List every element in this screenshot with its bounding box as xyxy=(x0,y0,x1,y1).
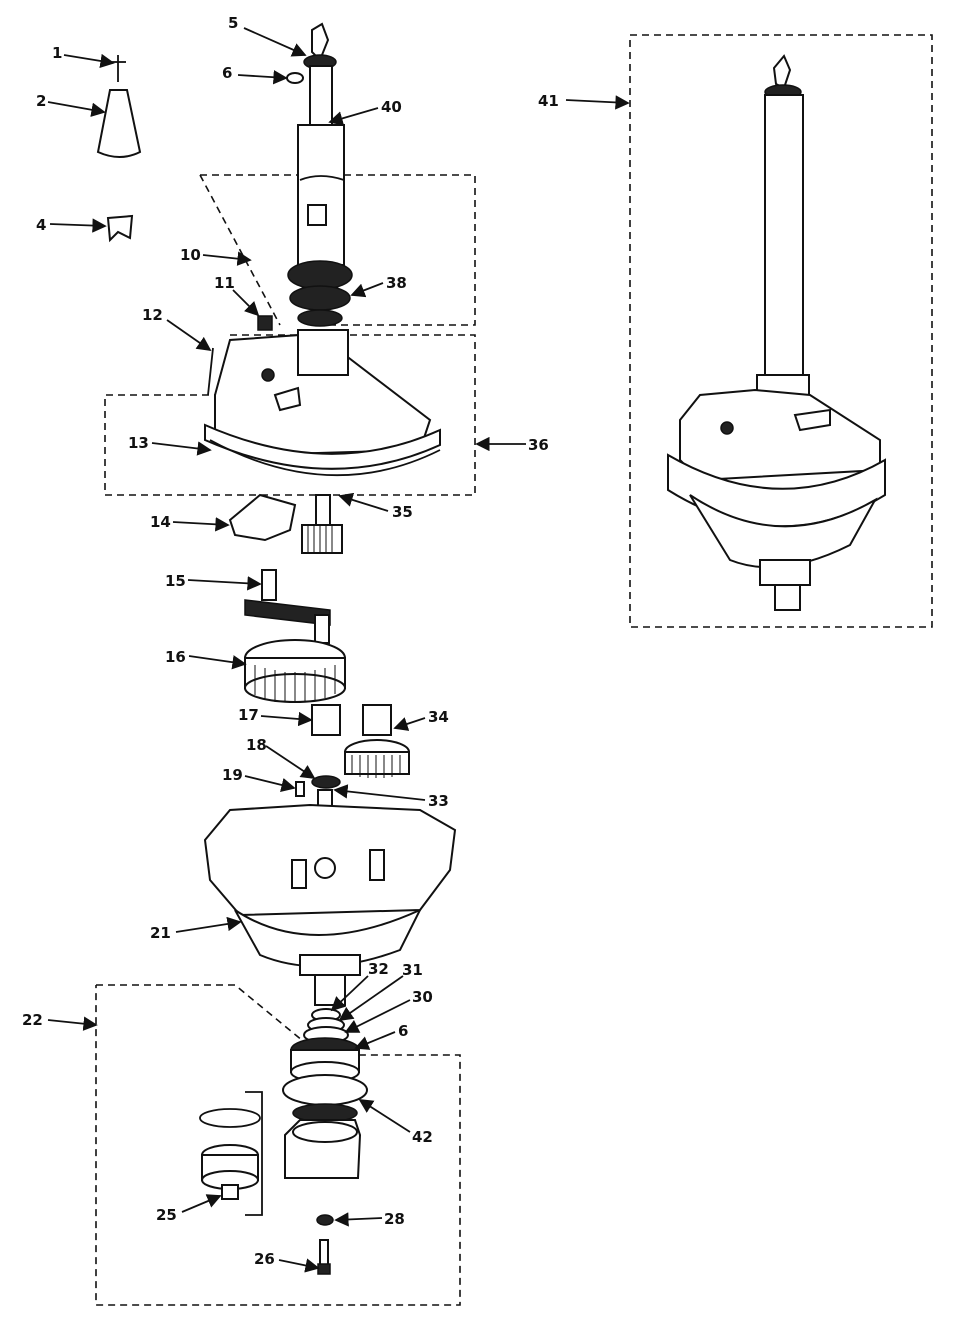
callout-38: 38 xyxy=(386,274,407,292)
callout-16: 16 xyxy=(165,648,186,666)
callout-30: 30 xyxy=(412,988,433,1006)
part-shaft-40 xyxy=(297,22,345,266)
callout-19: 19 xyxy=(222,766,243,784)
part-bolt-26 xyxy=(317,1239,331,1275)
leader-lines xyxy=(47,27,630,1273)
part-pinion-17 xyxy=(311,704,341,736)
callout-36: 36 xyxy=(528,436,549,454)
callout-6-top: 6 xyxy=(222,64,232,82)
part-washer-18 xyxy=(311,775,341,789)
callout-28: 28 xyxy=(384,1210,405,1228)
part-washer-28 xyxy=(316,1214,334,1226)
box-36-housing xyxy=(104,334,476,496)
callout-13: 13 xyxy=(128,434,149,452)
part-pin-15 xyxy=(261,569,277,601)
callout-40: 40 xyxy=(381,98,402,116)
callout-35: 35 xyxy=(392,503,413,521)
assembly-boxes xyxy=(95,34,933,1306)
callout-17: 17 xyxy=(238,706,259,724)
callout-labels: 1 2 4 5 6 40 10 11 38 12 13 36 14 35 15 … xyxy=(22,14,559,1268)
part-gasket-13 xyxy=(209,439,441,477)
part-screw-12 xyxy=(207,347,214,396)
part-assembly-41 xyxy=(667,54,886,611)
part-pin-19 xyxy=(295,781,305,797)
callout-41: 41 xyxy=(538,92,559,110)
part-clutch-6 xyxy=(290,1037,360,1083)
callout-34: 34 xyxy=(428,708,449,726)
part-housing-cover-36 xyxy=(204,329,441,470)
callout-18: 18 xyxy=(246,736,267,754)
callout-33: 33 xyxy=(428,792,449,810)
callout-42: 42 xyxy=(412,1128,433,1146)
callout-26: 26 xyxy=(254,1250,275,1268)
part-pinion-35 xyxy=(301,494,343,554)
part-seal-38 xyxy=(287,260,353,327)
part-seal-kit-25 xyxy=(199,1091,263,1216)
box-41-assembly xyxy=(629,34,933,628)
part-block xyxy=(284,1119,362,1179)
callout-12: 12 xyxy=(142,306,163,324)
callout-6-bottom: 6 xyxy=(398,1022,408,1040)
part-housing-21 xyxy=(203,803,457,1006)
callout-1: 1 xyxy=(52,44,62,62)
callout-25: 25 xyxy=(156,1206,177,1224)
callout-14: 14 xyxy=(150,513,171,531)
part-cam-14 xyxy=(228,493,297,542)
part-gear-34 xyxy=(344,704,410,778)
part-screw-1 xyxy=(110,55,126,82)
part-ring-42 xyxy=(282,1074,368,1123)
callout-31: 31 xyxy=(402,961,423,979)
callout-21: 21 xyxy=(150,924,171,942)
callout-11: 11 xyxy=(214,274,235,292)
part-crank-and-gear-16 xyxy=(244,599,346,703)
callout-22: 22 xyxy=(22,1011,43,1029)
part-clip-4 xyxy=(106,214,134,243)
part-bolt-11 xyxy=(257,315,273,331)
callout-32: 32 xyxy=(368,960,389,978)
box-22-drive xyxy=(95,984,461,1306)
callout-4: 4 xyxy=(36,216,46,234)
callout-10: 10 xyxy=(180,246,201,264)
callout-5: 5 xyxy=(228,14,238,32)
part-cap-2 xyxy=(96,89,142,158)
callout-15: 15 xyxy=(165,572,186,590)
callout-2: 2 xyxy=(36,92,46,110)
part-washer-6-top xyxy=(286,72,304,84)
